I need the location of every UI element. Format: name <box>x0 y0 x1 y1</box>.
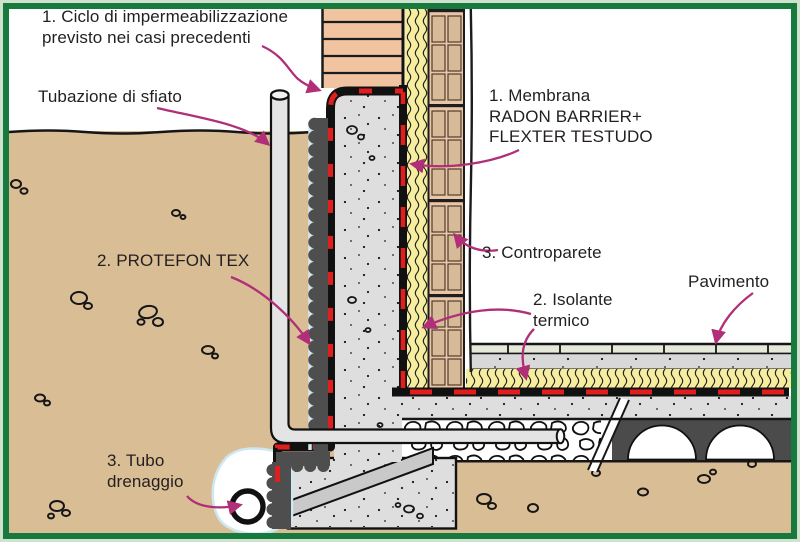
leader-controparete <box>453 232 499 252</box>
leader-isolante-floor <box>515 328 535 381</box>
floor-slab <box>402 396 791 419</box>
dimpled-sheet <box>266 117 332 532</box>
leader-arrows <box>156 44 754 515</box>
radon-membrane <box>273 9 789 491</box>
leader-isolante-wall <box>421 308 532 329</box>
wall-insulation <box>405 9 428 390</box>
footing <box>286 446 458 530</box>
membrane-red-dashes <box>275 88 403 489</box>
floor-screed <box>471 353 791 371</box>
leader-protefon <box>230 275 311 346</box>
igloo-formwork <box>612 419 791 461</box>
floor-tiles <box>471 342 791 355</box>
leader-membrana <box>409 148 520 174</box>
concrete-wall <box>334 88 402 462</box>
leader-tubazione <box>156 106 271 146</box>
leader-tubo <box>186 495 243 515</box>
floor-insulation <box>466 369 791 389</box>
interior-finish-line <box>468 8 473 373</box>
label-tubo: 3. Tubo drenaggio <box>107 451 184 491</box>
leader-ciclo <box>261 44 322 94</box>
label-pavimento: Pavimento <box>688 272 770 291</box>
masonry-above-wall <box>321 9 403 88</box>
vent-pipe <box>269 89 566 445</box>
pipe-top-opening <box>269 89 290 101</box>
frame-border <box>3 3 797 539</box>
label-ciclo: 1. Ciclo di impermeabilizzazione previst… <box>42 7 289 47</box>
pipe-end-opening <box>555 428 566 445</box>
label-tubazione: Tubazione di sfiato <box>38 87 182 106</box>
label-membrana: 1. Membrana RADON BARRIER+ FLEXTER TESTU… <box>489 86 653 146</box>
leader-pavimento <box>711 292 754 345</box>
label-controparete: 3. Controparete <box>482 243 602 262</box>
soil-pebbles <box>10 179 757 520</box>
label-isolante: 2. Isolante termico <box>533 290 613 330</box>
section-break <box>587 397 630 473</box>
label-protefon: 2. PROTEFON TEX <box>97 251 250 270</box>
